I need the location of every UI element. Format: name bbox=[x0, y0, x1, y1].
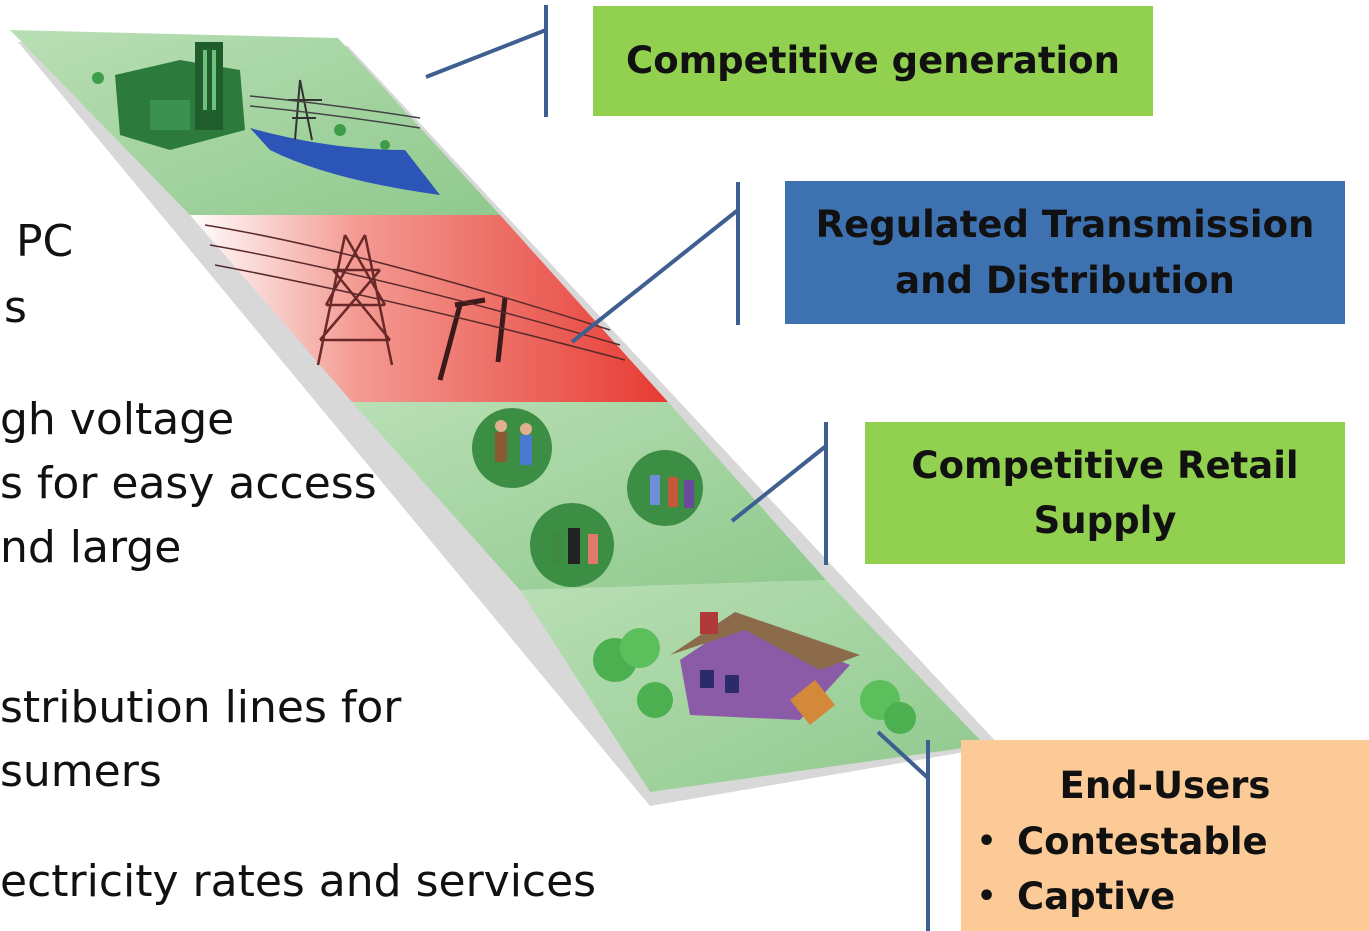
bg-text-line: gh voltage bbox=[0, 394, 235, 445]
regulated-transmission-label: Regulated Transmission and Distribution bbox=[785, 181, 1345, 324]
list-item: • Captive bbox=[977, 869, 1369, 925]
bg-text-line: sumers bbox=[0, 746, 162, 797]
end-users-label: End-Users • Contestable • Captive bbox=[961, 740, 1369, 931]
people-meeting-icon bbox=[352, 402, 826, 590]
bg-text-line: stribution lines for bbox=[0, 682, 402, 733]
bullet-icon: • bbox=[977, 879, 997, 915]
end-user-type: Contestable bbox=[1017, 819, 1268, 863]
retail-label-text: Competitive Retail Supply bbox=[911, 443, 1299, 543]
bg-text-line: ectricity rates and services bbox=[0, 856, 597, 907]
end-users-title: End-Users bbox=[1059, 764, 1271, 807]
bg-text-line: s bbox=[4, 282, 27, 333]
house-icon bbox=[520, 580, 985, 792]
competitive-retail-label: Competitive Retail Supply bbox=[865, 422, 1345, 564]
end-user-type: Captive bbox=[1017, 875, 1176, 918]
bg-text-line: s for easy access bbox=[0, 458, 377, 509]
transmission-tower-icon bbox=[190, 215, 668, 402]
power-plant-icon bbox=[10, 30, 500, 215]
list-item: • Contestable bbox=[977, 814, 1369, 870]
bullet-icon: • bbox=[977, 823, 997, 859]
end-users-list: • Contestable • Captive bbox=[961, 814, 1369, 925]
generation-label-text: Competitive generation bbox=[626, 39, 1120, 83]
bg-text-line: nd large bbox=[0, 522, 182, 573]
connector-lines bbox=[425, 5, 930, 931]
competitive-generation-label: Competitive generation bbox=[593, 6, 1153, 116]
transmission-label-text: Regulated Transmission and Distribution bbox=[815, 203, 1315, 302]
bg-text-line: PC bbox=[16, 216, 74, 267]
